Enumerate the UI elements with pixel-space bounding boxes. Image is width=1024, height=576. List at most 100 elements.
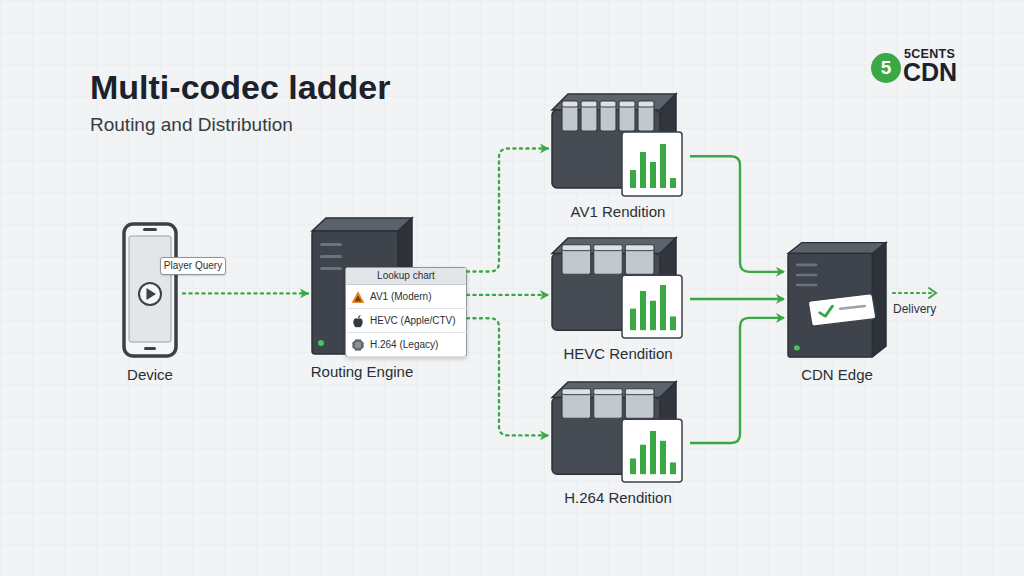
shape-part [638,101,654,131]
codec-name: HEVC (Apple/CTV) [370,315,456,326]
shape-part [640,445,646,474]
shape-part [819,306,834,317]
shape-part [147,288,157,300]
diagram-title: Multi-codec ladder [90,68,390,107]
logo-wordmark: CDN [903,58,957,86]
routing-server: Routing EngineLookup chartAV1 (Modern)HE… [312,215,412,355]
shape-part [358,315,361,318]
shape-part [670,178,676,188]
shape-part [622,419,682,482]
rendition-storage: AV1 Rendition [552,88,684,198]
shape-part [353,318,362,327]
shape-part [352,291,365,303]
diagram-subtitle: Routing and Distribution [90,114,293,136]
shape-part [660,441,666,474]
shape-part [562,101,578,107]
query-tag: Player Query [160,257,226,275]
chart-row: H.264 (Legacy) [347,333,467,357]
shape-part [143,228,157,231]
shape-part [352,339,364,351]
shape-part [552,232,684,340]
shape-part [625,245,654,251]
node-label: Device [127,366,173,383]
cdn-server: CDN Edge [788,240,886,358]
shape-part [354,341,362,349]
flow-arrow [690,318,784,443]
lookup-chart: Lookup chartAV1 (Modern)HEVC (Apple/CTV)… [345,267,467,357]
dotted-arrow [183,292,308,294]
shape-part [796,284,818,287]
shape-part [640,152,646,188]
shape-part [670,316,676,330]
dotted-arrow [467,149,548,272]
delivery-label: Delivery [893,302,936,316]
shape-part [320,267,342,270]
shape-part [552,376,684,484]
shape-part [562,389,591,395]
codec-name: H.264 (Legacy) [370,339,438,350]
shape-part [796,264,818,267]
shape-part [124,224,176,356]
shape-part [312,218,412,231]
shape-part [320,255,342,258]
shape-part [650,431,656,474]
device-phone: DevicePlayer Query [122,222,178,358]
shape-part [622,132,682,196]
node-label: AV1 Rendition [571,203,666,220]
shape-part [630,309,636,331]
shape-part [320,243,342,246]
node-label: Routing Engine [311,363,414,380]
shape-part [318,340,324,346]
shape-part [351,290,365,304]
shape-part [650,301,656,330]
shape-part [600,101,616,131]
rendition-storage: H.264 Rendition [552,376,684,484]
query-label: Player Query [161,258,225,274]
shape-part [562,101,578,131]
rendition-storage: HEVC Rendition [552,232,684,340]
shape-part [351,314,365,328]
codec-icon [347,290,370,304]
shape-part [794,345,800,350]
chart-row: HEVC (Apple/CTV) [347,309,467,333]
shape-part [619,101,635,107]
shape-part [594,389,623,395]
shape-part [796,274,818,277]
node-label: HEVC Rendition [563,345,672,362]
shape-part [351,338,365,352]
shape-part [625,389,654,418]
shape-part [594,245,623,251]
shape-part [660,144,666,188]
logo-circle [871,53,901,83]
shape-part [552,88,684,198]
shape-part [562,389,591,418]
shape-part [581,101,597,131]
shape-part [788,243,886,254]
node-label: CDN Edge [801,366,873,383]
delivery-arrowhead [929,288,936,298]
flow-arrow [690,298,784,300]
shape-part [594,245,623,274]
flow-arrow [690,156,784,272]
shape-part [129,236,171,342]
shape-part [660,285,666,330]
logo-digit: 5 [871,57,901,79]
dotted-arrow [467,318,548,435]
shape-part [640,291,646,330]
shape-part [839,305,867,311]
shape-part [600,101,616,107]
shape-part [355,295,362,302]
shape-part [625,245,654,274]
shape-part [625,389,654,395]
chart-row: AV1 (Modern) [347,285,467,309]
shape-part [788,240,886,358]
codec-name: AV1 (Modern) [370,291,432,302]
shape-part [630,170,636,188]
codec-icon [347,314,370,328]
codec-icon [347,338,370,352]
shape-part [139,283,161,305]
